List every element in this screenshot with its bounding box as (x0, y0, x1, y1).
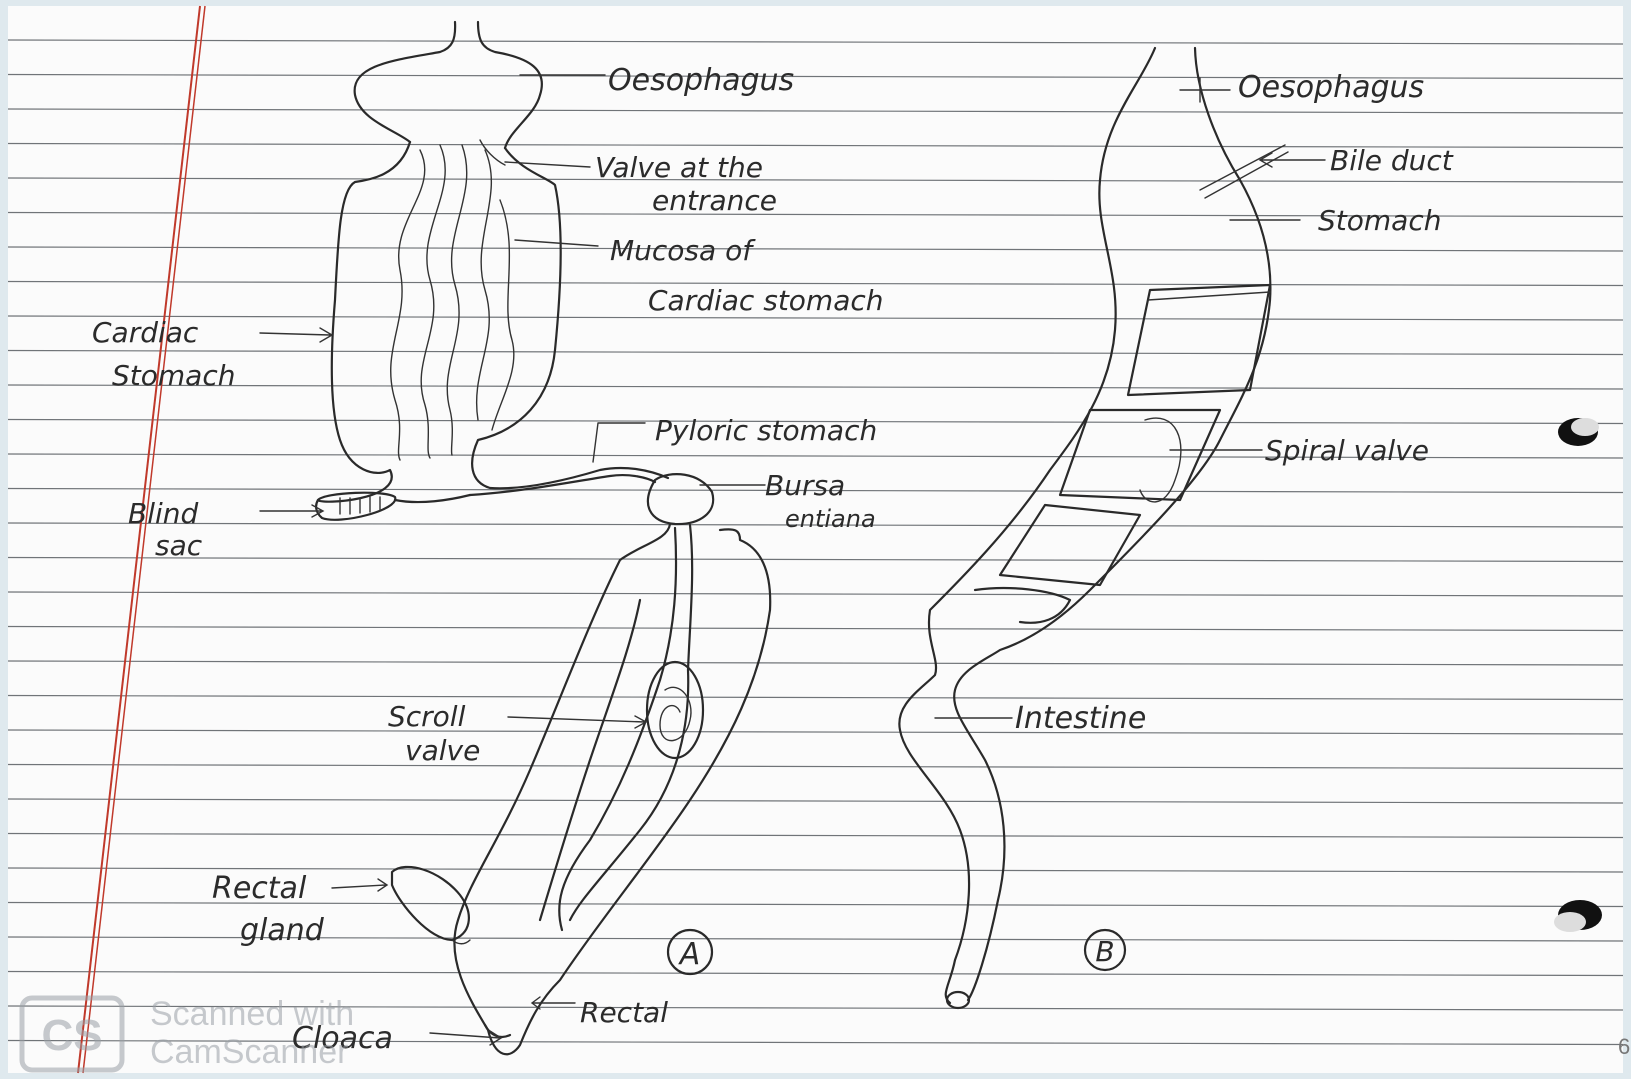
label-rectal-gland-line1: Rectal (212, 871, 307, 906)
label-scroll-valve-line2: valve (405, 734, 480, 767)
label-scroll-valve-line1: Scroll (388, 700, 466, 733)
label-intestine: Intestine (1015, 701, 1146, 736)
label-bile-duct: Bile duct (1330, 144, 1454, 177)
binder-hole-top-rim (1571, 418, 1599, 436)
figure-a-mark: A (678, 937, 701, 972)
label-mucosa-line1: Mucosa of (610, 234, 756, 267)
label-bursa-line1: Bursa (765, 469, 845, 502)
label-valve-entrance-line2: entrance (652, 184, 777, 217)
label-stomach: Stomach (1318, 204, 1441, 237)
label-oesophagus-a: Oesophagus (608, 63, 794, 98)
label-blind-sac-line2: sac (155, 529, 203, 562)
figure-b-mark: B (1095, 935, 1114, 968)
label-mucosa-line2: Cardiac stomach (648, 284, 884, 317)
page-number: 6 (1618, 1034, 1630, 1059)
label-pyloric-stomach: Pyloric stomach (655, 414, 877, 447)
label-spiral-valve: Spiral valve (1265, 434, 1429, 467)
label-rectal-gland-line2: gland (240, 913, 325, 948)
watermark-line2: CamScanner (150, 1033, 348, 1071)
label-rectal: Rectal (580, 996, 668, 1029)
label-cardiac-line1: Cardiac (92, 316, 199, 349)
label-bursa-line2: entiana (785, 505, 876, 533)
binder-hole-bottom-rim (1554, 912, 1586, 932)
camscanner-logo-text: CS (41, 1011, 102, 1060)
label-oesophagus-b: Oesophagus (1238, 70, 1424, 105)
label-valve-entrance-line1: Valve at the (595, 151, 763, 184)
label-blind-sac-line1: Blind (128, 497, 199, 530)
watermark-line1: Scanned with (150, 995, 354, 1033)
label-cardiac-line2: Stomach (112, 359, 235, 392)
